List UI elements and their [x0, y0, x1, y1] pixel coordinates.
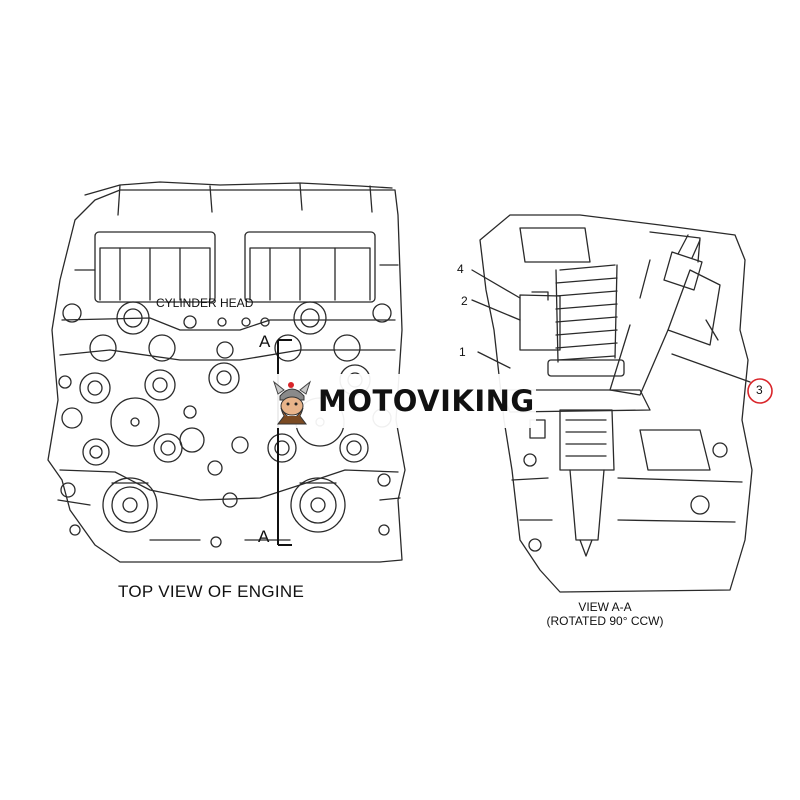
motoviking-watermark: MOTOVIKING — [264, 374, 536, 428]
callout-3-highlight-ring — [747, 378, 773, 404]
callout-3: 3 — [756, 383, 763, 397]
section-mark-a-bottom: A — [258, 527, 270, 546]
view-aa-rotation-note: (ROTATED 90° CCW) — [546, 614, 664, 628]
viking-mascot-logo-icon — [272, 380, 312, 425]
top-view-caption: TOP VIEW OF ENGINE — [118, 582, 305, 601]
callout-1: 1 — [459, 345, 466, 359]
cylinder-head-label: CYLINDER HEAD — [156, 296, 254, 310]
callout-4: 4 — [457, 262, 464, 276]
watermark-text: MOTOVIKING — [318, 384, 535, 418]
callout-2: 2 — [461, 294, 468, 308]
view-aa-caption: VIEW A-A — [578, 600, 632, 614]
section-mark-a-top: A — [259, 332, 271, 351]
